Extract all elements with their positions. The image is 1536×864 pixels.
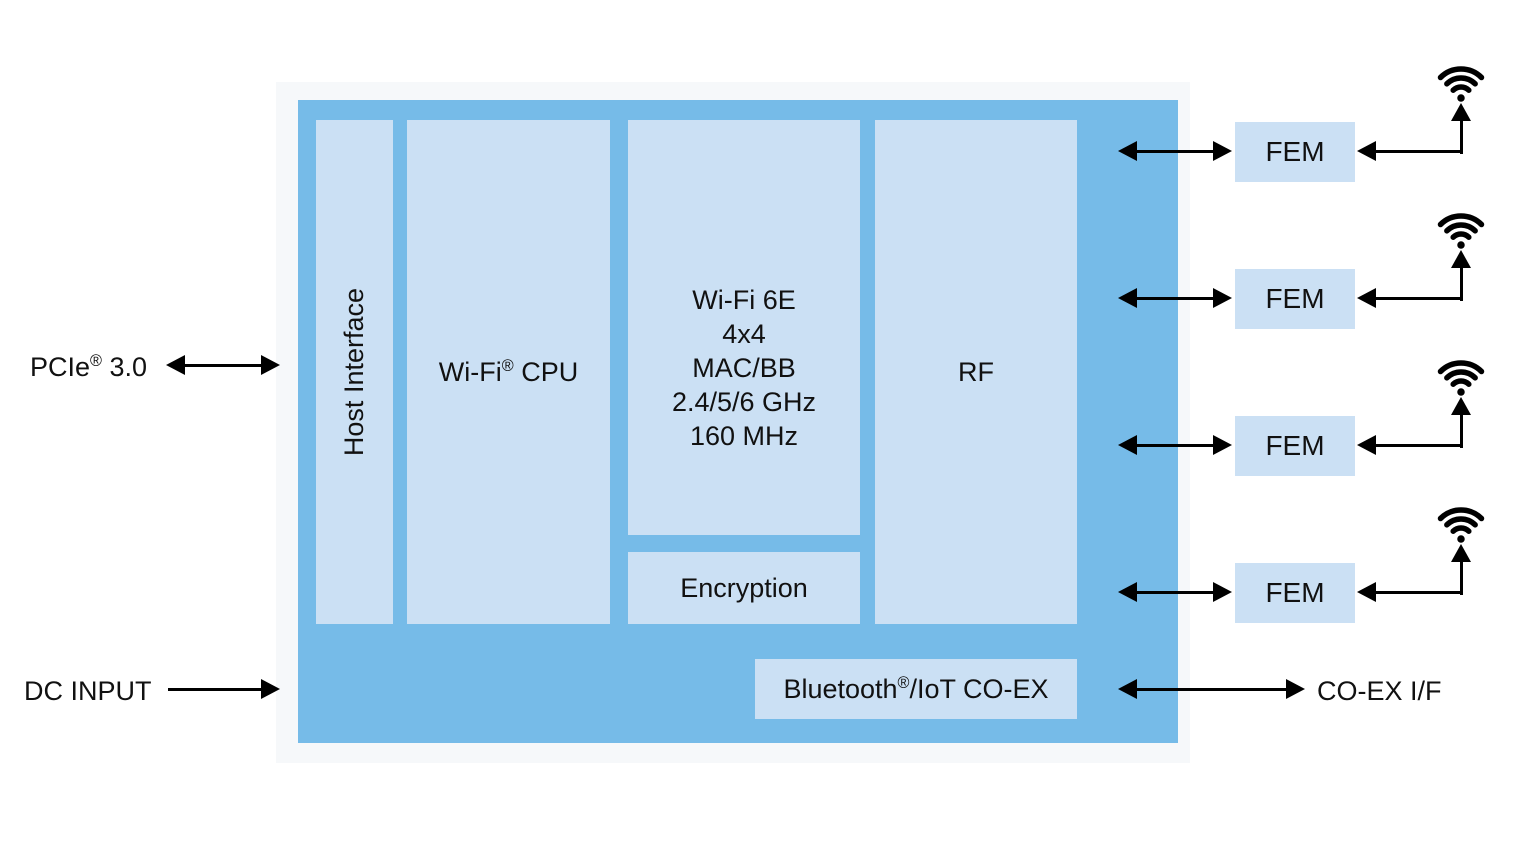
antenna-arrow-vertical	[1451, 544, 1471, 595]
fem-label: FEM	[1265, 430, 1325, 461]
antenna-arrow-vertical	[1451, 250, 1471, 301]
coex-if-label: CO-EX I/F	[1317, 676, 1442, 706]
fem-row: FEM	[1118, 356, 1518, 481]
rf-label: RF	[958, 356, 994, 387]
bluetooth-coex-label: Bluetooth®/IoT CO-EX	[783, 673, 1049, 704]
antenna-arrow-vertical	[1451, 103, 1471, 154]
wifi-cpu-label: Wi-Fi® CPU	[438, 356, 579, 387]
fem-block: FEM	[1235, 269, 1355, 329]
fem-row: FEM	[1118, 503, 1518, 628]
pcie-label: PCIe® 3.0	[30, 352, 148, 382]
fem-bus-arrow	[1118, 435, 1232, 455]
host-interface-block: Host Interface	[316, 120, 393, 624]
fem-bus-arrow	[1118, 582, 1232, 602]
wifi-signal-icon	[1437, 360, 1485, 396]
fem-bus-arrow	[1118, 141, 1232, 161]
pcie-arrow	[166, 355, 280, 375]
wifi-cpu-block: Wi-Fi® CPU	[407, 120, 610, 624]
antenna-arrow-horizontal	[1357, 582, 1463, 602]
fem-block: FEM	[1235, 122, 1355, 182]
fem-block: FEM	[1235, 416, 1355, 476]
fem-label: FEM	[1265, 136, 1325, 167]
fem-block: FEM	[1235, 563, 1355, 623]
fem-label: FEM	[1265, 577, 1325, 608]
antenna-arrow-horizontal	[1357, 288, 1463, 308]
coex-arrow	[1118, 679, 1305, 699]
antenna-arrow-horizontal	[1357, 435, 1463, 455]
antenna-arrow-vertical	[1451, 397, 1471, 448]
fem-bus-arrow	[1118, 288, 1232, 308]
macbb-block: Wi-Fi 6E 4x4 MAC/BB 2.4/5/6 GHz 160 MHz	[628, 120, 860, 535]
wifi-signal-icon	[1437, 66, 1485, 102]
encryption-label: Encryption	[680, 572, 808, 603]
macbb-label: Wi-Fi 6E 4x4 MAC/BB 2.4/5/6 GHz 160 MHz	[671, 284, 817, 451]
dc-input-label: DC INPUT	[24, 676, 152, 706]
wifi-signal-icon	[1437, 213, 1485, 249]
dc-input-arrow	[168, 679, 280, 699]
encryption-block: Encryption	[628, 552, 860, 624]
fem-label: FEM	[1265, 283, 1325, 314]
bluetooth-coex-block: Bluetooth®/IoT CO-EX	[755, 659, 1077, 719]
host-interface-label: Host Interface	[339, 287, 369, 457]
rf-block: RF	[875, 120, 1077, 624]
fem-row: FEM	[1118, 209, 1518, 334]
wifi-signal-icon	[1437, 507, 1485, 543]
fem-row: FEM	[1118, 62, 1518, 187]
antenna-arrow-horizontal	[1357, 141, 1463, 161]
